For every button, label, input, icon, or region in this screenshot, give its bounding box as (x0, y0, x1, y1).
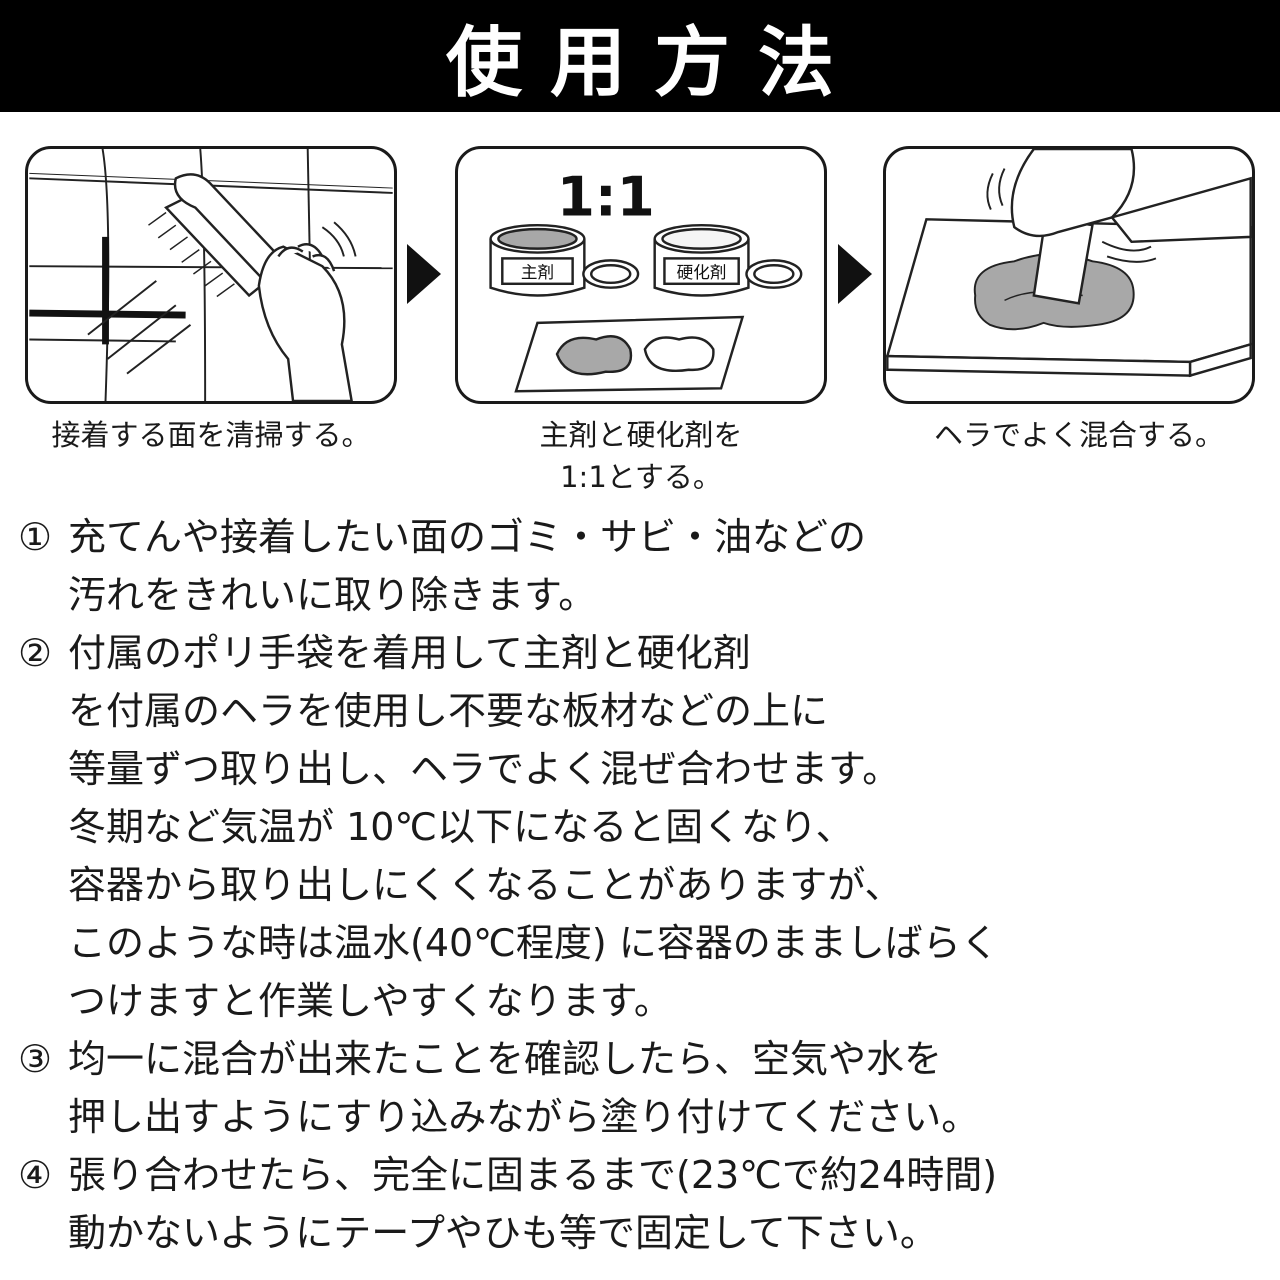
step-2: ② 付属のポリ手袋を着用して主剤と硬化剤 を付属のヘラを使用し不要な板材などの上に… (18, 624, 1268, 1030)
step-text: 汚れをきれいに取り除きます。 (68, 573, 597, 617)
step-text: 付属のポリ手袋を着用して主剤と硬化剤 (68, 631, 751, 675)
step-text: 冬期など気温が 10℃以下になると固くなり、 (68, 805, 854, 849)
step-1: ① 充てんや接着したい面のゴミ・サビ・油などの 汚れをきれいに取り除きます。 (18, 508, 1268, 624)
arrow-right-icon (407, 244, 441, 304)
step-number: ① (18, 515, 53, 559)
two-cans-icon: 1:1 主剤 硬化剤 (489, 164, 803, 393)
can-left-label: 主剤 (521, 263, 554, 282)
step-4: ④ 張り合わせたら、完全に固まるまで(23℃で約24時間) 動かないようにテープや… (18, 1146, 1268, 1262)
step-text: 動かないようにテープやひも等で固定して下さい。 (68, 1211, 938, 1255)
step-number: ④ (18, 1153, 53, 1197)
brush-cleaning-icon (29, 149, 393, 401)
panel-caption-cleaning: 接着する面を清掃する。 (51, 418, 371, 452)
step-text: 押し出すようにすり込みながら塗り付けてください。 (68, 1095, 980, 1139)
header-bar: 使用方法 (0, 0, 1280, 112)
page-title: 使用方法 (446, 18, 862, 107)
panel-caption-mixing: ヘラでよく混合する。 (933, 418, 1224, 452)
step-text: 均一に混合が出来たことを確認したら、空気や水を (68, 1037, 943, 1081)
step-text: 充てんや接着したい面のゴミ・サビ・油などの (68, 515, 867, 559)
arrow-right-icon (838, 244, 872, 304)
ratio-label: 1:1 (557, 164, 655, 228)
step-illustration-cleaning (25, 146, 397, 404)
spatula-mixing-icon (886, 149, 1252, 378)
step-text: つけますと作業しやすくなります。 (68, 979, 672, 1023)
step-number: ③ (18, 1037, 53, 1081)
step-number: ② (18, 631, 53, 675)
can-right-label: 硬化剤 (677, 263, 727, 282)
step-illustration-ratio: 1:1 主剤 硬化剤 (455, 146, 827, 404)
step-text: 容器から取り出しにくくなることがありますが、 (68, 863, 903, 907)
step-text: を付属のヘラを使用し不要な板材などの上に (68, 689, 829, 733)
step-text: 張り合わせたら、完全に固まるまで(23℃で約24時間) (68, 1153, 998, 1197)
panel-caption-ratio: 主剤と硬化剤を 1:1とする。 (539, 418, 743, 494)
step-text: 等量ずつ取り出し、ヘラでよく混ぜ合わせます。 (68, 747, 901, 791)
step-3: ③ 均一に混合が出来たことを確認したら、空気や水を 押し出すようにすり込みながら塗… (18, 1030, 1268, 1146)
step-text: このような時は温水(40℃程度) に容器のまましばらく (68, 921, 999, 965)
step-illustration-mixing (883, 146, 1255, 404)
